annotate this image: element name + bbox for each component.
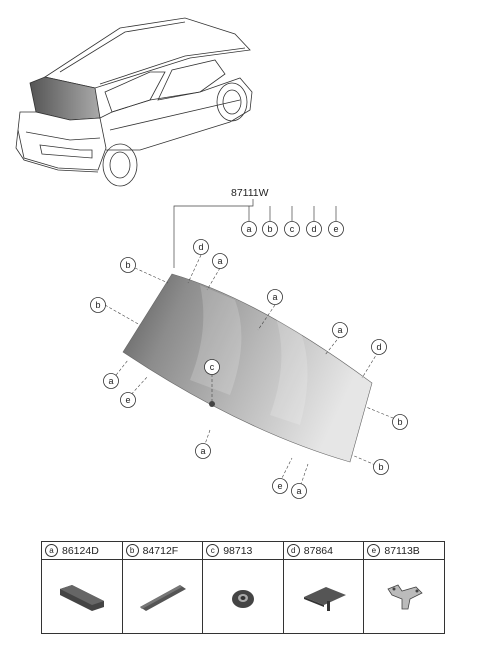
legend-item-e: e 87113B <box>364 542 444 633</box>
legend-letter: c <box>206 544 220 557</box>
legend-letter: e <box>367 544 381 557</box>
svg-text:a: a <box>246 224 251 234</box>
svg-text:d: d <box>376 342 381 352</box>
bracket-icon <box>387 584 423 609</box>
svg-text:d: d <box>311 224 316 234</box>
callout-d-top: d <box>193 239 209 255</box>
svg-text:e: e <box>277 481 282 491</box>
svg-text:a: a <box>296 486 301 496</box>
callout-e-left: e <box>120 392 136 408</box>
legend-part-number: 86124D <box>62 544 99 557</box>
legend-item-a: a 86124D <box>42 542 123 633</box>
legend-letter: a <box>45 544 58 557</box>
main-part-number: 87111W <box>231 187 269 199</box>
rear-glass-panel <box>122 273 373 463</box>
legend-part-number: 84712F <box>142 544 179 557</box>
leader-tree <box>173 199 337 268</box>
svg-text:e: e <box>333 224 338 234</box>
legend-part-number: 87864 <box>303 544 333 557</box>
callout-row-d: d <box>306 221 322 237</box>
svg-text:a: a <box>217 256 222 266</box>
callout-leaders <box>104 254 399 491</box>
svg-text:e: e <box>125 395 130 405</box>
parts-diagram: 87111W a b c d e <box>15 17 408 499</box>
spacer-icon <box>303 586 346 611</box>
callout-b-upper-left: b <box>120 257 136 273</box>
callout-a-top: a <box>212 253 228 269</box>
legend-item-c: c 98713 <box>203 542 284 633</box>
legend-letter: b <box>125 544 139 557</box>
callout-row-e: e <box>328 221 344 237</box>
callout-a-bottom: a <box>291 483 307 499</box>
callouts: b d a b a a d a <box>90 239 408 499</box>
legend-letter: d <box>286 544 300 557</box>
callout-e-bottom: e <box>272 478 288 494</box>
callout-row-a: a <box>241 221 257 237</box>
clip-marker <box>209 401 215 407</box>
callout-d-right: d <box>371 339 387 355</box>
strip-icon <box>140 584 187 611</box>
svg-text:a: a <box>272 292 277 302</box>
svg-text:c: c <box>210 362 215 372</box>
callout-row-b: b <box>262 221 278 237</box>
svg-text:c: c <box>290 224 295 234</box>
svg-text:b: b <box>397 417 402 427</box>
legend-item-d: d 87864 <box>283 542 365 633</box>
parts-legend: a 86124D b 84712F c 98713 <box>41 541 445 634</box>
svg-text:b: b <box>125 260 130 270</box>
callout-row-c: c <box>284 221 300 237</box>
svg-text:a: a <box>108 376 113 386</box>
callout-a-upper-middle: a <box>267 289 283 305</box>
pad-icon <box>59 584 104 611</box>
callout-b-left: b <box>90 297 106 313</box>
svg-text:a: a <box>200 446 205 456</box>
svg-text:b: b <box>267 224 272 234</box>
svg-text:b: b <box>378 462 383 472</box>
svg-text:b: b <box>95 300 100 310</box>
callout-a-upper-right: a <box>332 322 348 338</box>
glass-shading <box>190 285 308 425</box>
callout-a-left: a <box>103 373 119 389</box>
callout-a-bottom-left: a <box>195 443 211 459</box>
legend-part-number: 98713 <box>223 544 253 557</box>
callout-b-bottom-right: b <box>373 459 389 475</box>
callout-c-center: c <box>204 359 220 375</box>
callout-row: a b c d e <box>241 221 344 237</box>
vehicle-illustration <box>15 17 253 187</box>
legend-item-b: b 84712F <box>122 542 204 633</box>
grommet-icon <box>231 589 254 608</box>
svg-text:d: d <box>198 242 203 252</box>
svg-text:a: a <box>337 325 342 335</box>
callout-b-right: b <box>392 414 408 430</box>
legend-part-number: 87113B <box>384 544 420 557</box>
